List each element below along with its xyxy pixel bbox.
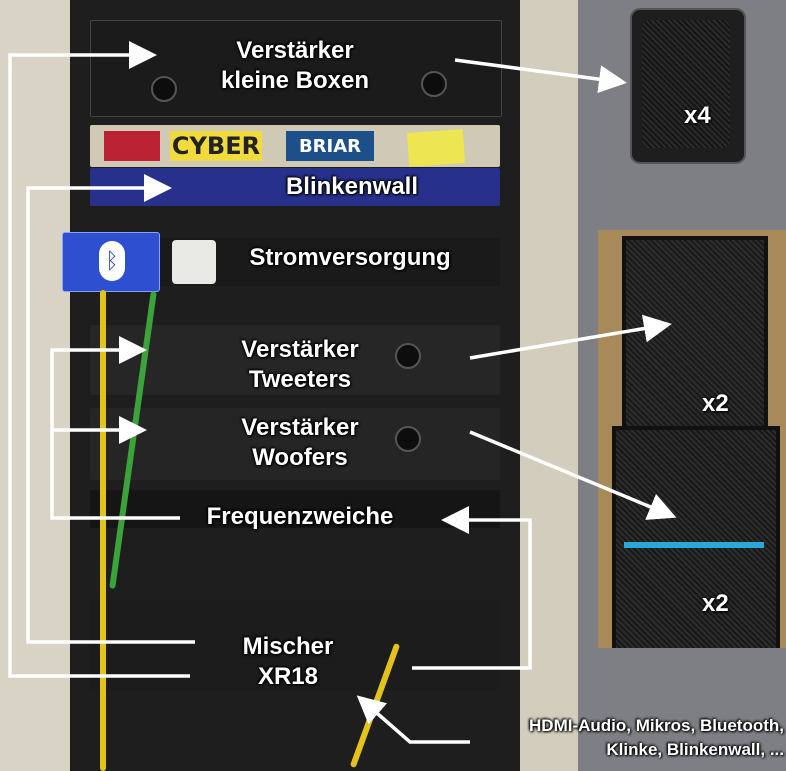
label-inputs-line2: Klinke, Blinkenwall, ... (606, 740, 784, 759)
tweeter-box-count: x2 (702, 390, 729, 417)
label-crossover: Frequenzweiche (206, 503, 394, 530)
tweeter-gain-knob (395, 343, 421, 369)
label-amp-woofers-line2: Woofers (252, 444, 348, 471)
cyber-sticker: CYBER (170, 131, 262, 161)
power-switch-box (172, 240, 216, 284)
label-amp-small-line1: Verstärker (236, 37, 354, 64)
flag-sticker (104, 131, 160, 161)
label-mixer: Mischer XR18 (218, 632, 358, 692)
label-amp-small: Verstärker kleine Boxen (200, 36, 390, 96)
speaker-grill (642, 20, 730, 148)
small-speaker-photo (630, 8, 746, 164)
label-power-supply: Stromversorgung (249, 244, 451, 271)
bluetooth-icon: ᛒ (99, 241, 125, 281)
label-mixer-line2: XR18 (257, 663, 319, 690)
note-sticker (406, 129, 466, 167)
small-speaker-count: x4 (684, 102, 711, 129)
bluetooth-receiver: ᛒ (62, 232, 160, 292)
label-amp-small-line2: kleine Boxen (220, 67, 370, 94)
input-knob (151, 76, 177, 102)
briar-sticker: BRIAR (286, 131, 374, 161)
label-amp-tweeters-line1: Verstärker (241, 336, 359, 363)
label-amp-woofers: Verstärker Woofers (210, 413, 390, 473)
woofer-gain-knob (395, 426, 421, 452)
pa-speakers-photo (598, 230, 786, 648)
label-inputs: HDMI-Audio, Mikros, Bluetooth, Klinke, B… (466, 714, 784, 762)
woofer-box (612, 426, 780, 648)
yellow-cable (100, 290, 106, 771)
rack-frame-right (520, 0, 578, 771)
sticker-panel: CYBER BRIAR (90, 125, 500, 167)
rack-frame-left (0, 0, 70, 771)
tweeter-box (622, 236, 768, 444)
label-inputs-line1: HDMI-Audio, Mikros, Bluetooth, (529, 716, 784, 735)
label-amp-tweeters: Verstärker Tweeters (210, 335, 390, 395)
label-amp-tweeters-line2: Tweeters (248, 366, 352, 393)
label-amp-woofers-line1: Verstärker (241, 414, 359, 441)
volume-knob (421, 71, 447, 97)
label-mixer-line1: Mischer (242, 633, 334, 660)
woofer-stripe (624, 542, 764, 548)
label-blinkenwall: Blinkenwall (285, 173, 419, 200)
woofer-box-count: x2 (702, 590, 729, 617)
